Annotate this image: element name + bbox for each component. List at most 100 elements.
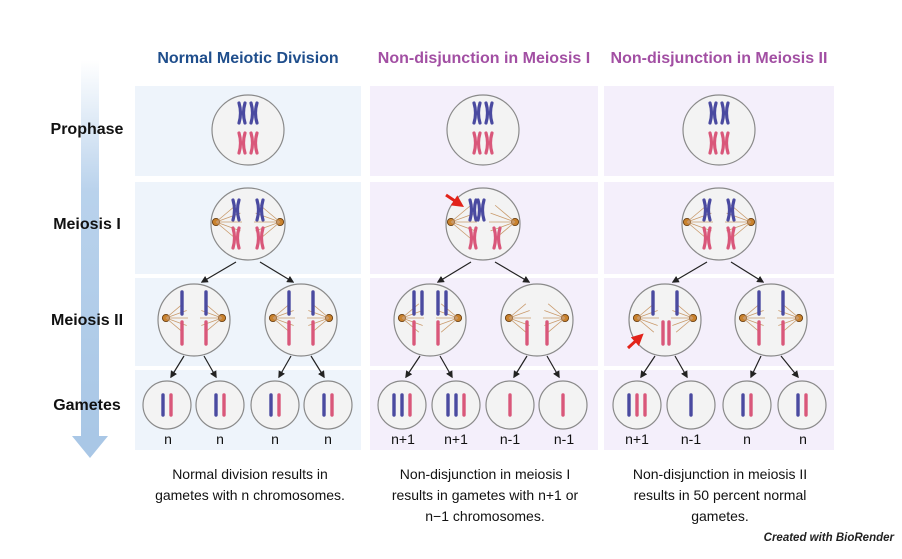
gamete-label: n+1 xyxy=(391,431,415,447)
caption-meiosis-1: Non-disjunction in meiosis I results in … xyxy=(372,464,598,527)
cell xyxy=(446,94,520,166)
gamete-label: n+1 xyxy=(625,431,649,447)
spindle-fiber xyxy=(204,317,223,333)
spindle-fiber xyxy=(508,310,530,319)
cell xyxy=(303,380,353,430)
spindle-fiber xyxy=(544,310,566,319)
spindle-fiber xyxy=(259,204,281,223)
spindle-fiber xyxy=(165,317,184,333)
spindle-fiber xyxy=(450,221,472,240)
cell xyxy=(681,187,757,261)
caption-line: results in gametes with n+1 or xyxy=(391,487,579,503)
caption-line: results in 50 percent normal xyxy=(633,487,807,503)
cell xyxy=(628,283,702,357)
gamete-label: n-1 xyxy=(680,431,702,447)
caption-meiosis-2: Non-disjunction in meiosis II results in… xyxy=(606,464,834,527)
cell xyxy=(445,187,521,261)
chromosome xyxy=(484,101,494,125)
spindle-fiber xyxy=(508,303,527,319)
gamete-label: n-1 xyxy=(553,431,575,447)
spindle-fiber xyxy=(440,303,459,319)
row-label-meiosis-1: Meiosis I xyxy=(53,216,121,233)
arrow xyxy=(405,355,421,379)
cell xyxy=(393,283,467,357)
arrow xyxy=(640,355,656,379)
spindle-fiber xyxy=(215,221,241,232)
chromosome xyxy=(237,131,247,155)
spindle-fiber xyxy=(165,303,184,319)
cell xyxy=(157,283,231,357)
chromosome xyxy=(726,198,736,222)
arrow xyxy=(730,261,765,283)
spindle-fiber xyxy=(215,204,237,223)
cell xyxy=(500,283,574,357)
gamete-label: n+1 xyxy=(444,431,468,447)
spindle-fiber xyxy=(730,221,752,240)
spindle-fiber xyxy=(450,204,472,223)
spindle-fiber xyxy=(259,221,281,240)
spindle-fiber xyxy=(272,303,291,319)
spindle-fiber xyxy=(311,317,330,333)
caption-line: gametes with n chromosomes. xyxy=(155,487,345,503)
chromosome xyxy=(237,101,247,125)
cell xyxy=(722,380,772,430)
arrow xyxy=(439,355,453,379)
chromosome xyxy=(702,226,712,250)
caption-normal: Normal division results in gametes with … xyxy=(140,464,360,506)
spindle-fiber xyxy=(440,317,459,333)
arrow xyxy=(203,355,217,379)
spindle-fiber xyxy=(675,303,694,319)
chromosome xyxy=(249,101,259,125)
arrow xyxy=(750,355,762,379)
cell xyxy=(682,94,756,166)
spindle-fiber xyxy=(547,303,566,319)
chromosome xyxy=(472,101,482,125)
cell xyxy=(777,380,827,430)
chromosome xyxy=(720,101,730,125)
spindle-fiber xyxy=(547,317,566,333)
gamete-label: n xyxy=(324,431,332,447)
chromosome xyxy=(708,101,718,125)
arrow xyxy=(494,261,531,283)
spindle-fiber xyxy=(636,317,655,333)
caption-line: n−1 chromosomes. xyxy=(425,508,545,524)
spindle-fiber xyxy=(686,204,708,223)
spindle-fiber xyxy=(742,317,761,333)
arrow xyxy=(546,355,560,379)
gamete-label: n xyxy=(271,431,279,447)
arrow xyxy=(170,355,185,379)
spindle-fiber xyxy=(726,221,752,232)
gamete-label: n-1 xyxy=(499,431,521,447)
spindle-fiber xyxy=(636,303,655,319)
spindle-fiber xyxy=(686,221,712,232)
chromosome xyxy=(484,131,494,155)
chromosome xyxy=(472,131,482,155)
chromosome xyxy=(249,131,259,155)
spindle-fiber xyxy=(437,317,459,326)
cell xyxy=(211,94,285,166)
caption-line: Non-disjunction in meiosis I xyxy=(399,466,571,482)
spindle-fiber xyxy=(508,317,527,333)
spindle-fiber xyxy=(204,303,223,319)
spindle-fiber xyxy=(742,303,761,319)
nondisjunction-arrow xyxy=(445,193,464,207)
arrow xyxy=(513,355,528,379)
chromosome xyxy=(720,131,730,155)
cell xyxy=(142,380,192,430)
column-title-meiosis-1: Non-disjunction in Meiosis I xyxy=(377,50,591,67)
timeline-bar xyxy=(81,60,99,436)
gamete-label: n xyxy=(743,431,751,447)
chromosome xyxy=(476,198,486,222)
chromosome xyxy=(708,131,718,155)
spindle-fiber xyxy=(311,303,330,319)
chromosome xyxy=(231,198,241,222)
spindle-fiber xyxy=(672,317,694,326)
chromosome xyxy=(255,226,265,250)
chromosome xyxy=(492,226,502,250)
cell xyxy=(264,283,338,357)
arrow xyxy=(310,355,325,379)
cell xyxy=(250,380,300,430)
chromosome xyxy=(702,198,712,222)
biorender-watermark: Created with BioRender xyxy=(763,532,894,544)
